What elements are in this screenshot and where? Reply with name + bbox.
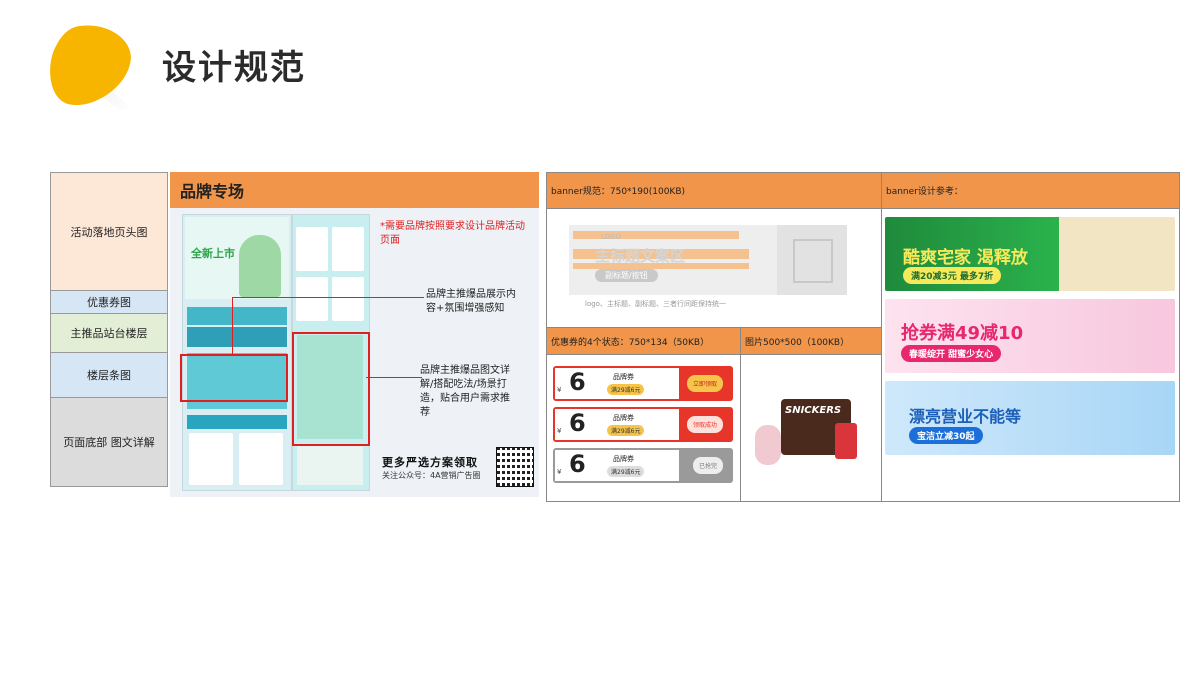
logo-blob-icon [50,25,134,110]
template-note: logo、主标题、副标题、三者行间距保持统一 [585,300,726,308]
template-title: 主标题文案区 [595,247,686,265]
more-plans-title: 更多严选方案领取 [382,456,478,469]
coupon-states-cell: ¥ 6 品牌券 满29减6元 立即领取 ¥ 6 品牌券 满29减6元 领取成功 … [547,355,741,501]
ref-banner-3: 漂亮营业不能等 宝洁立减30起 [885,381,1175,455]
arrow-1 [232,297,424,298]
banner-reference-cell: 酷爽宅家 渴释放 满20减3元 最多7折 抢券满49减10 春暖绽开 甜蜜少女心… [882,209,1179,501]
coupon-sold-out: ¥ 6 品牌券 满29减6元 已抢完 [553,448,733,483]
banner-template-cell: LOGO 主标题文案区 副标题/按钮 logo、主标题、副标题、三者行间距保持统… [547,209,882,328]
product-image-cell: SNICKERS [741,355,882,501]
label-header-image: 活动落地页头图 [51,173,167,291]
label-coupon: 优惠券图 [51,291,167,314]
picture-icon [793,239,833,283]
brand-panel: 品牌专场 全新上市 *需要品牌按照要求设计品牌活动页面 品牌主推爆品展示内容+氛… [170,172,539,497]
coupon-claimed: ¥ 6 品牌券 满29减6元 领取成功 [553,407,733,442]
coupon-spec-header: 优惠券的4个状态：750*134（50KB） [547,328,741,355]
label-main-product: 主推品站台楼层 [51,314,167,353]
phone-mockup-detail [292,214,370,491]
template-logo: LOGO [601,233,622,241]
claimed-button: 领取成功 [686,416,723,433]
claim-button[interactable]: 立即领取 [686,375,723,392]
ref-banner-1: 酷爽宅家 渴释放 满20减3元 最多7折 [885,217,1175,291]
phone-title: 全新上市 [191,247,235,260]
label-floor-bar: 楼层条图 [51,353,167,398]
banner-spec-header: banner规范：750*190(100KB) [547,173,882,209]
template-subtitle: 副标题/按钮 [595,269,658,282]
product-spec-header: 图片500*500（100KB） [741,328,882,355]
sold-out-button: 已抢完 [692,457,723,474]
brand-red-note: *需要品牌按照要求设计品牌活动页面 [380,221,525,246]
brand-heading: 品牌专场 [170,172,539,208]
qr-code-icon [496,447,534,487]
coupon-available: ¥ 6 品牌券 满29减6元 立即领取 [553,366,733,401]
row-labels: 活动落地页头图 优惠券图 主推品站台楼层 楼层条图 页面底部 图文详解 [50,172,168,487]
highlight-floor-bar [180,354,288,402]
ref-banner-2: 抢券满49减10 春暖绽开 甜蜜少女心 [885,299,1175,373]
note-detail: 品牌主推爆品图文详解/搭配吃法/场景打造，贴合用户需求推荐 [420,365,510,418]
banner-ref-header: banner设计参考： [882,173,1179,209]
spec-table: banner规范：750*190(100KB) banner设计参考： LOGO… [546,172,1180,502]
phone-mockup-main: 全新上市 [182,214,292,491]
label-footer: 页面底部 图文详解 [51,398,167,486]
page-title: 设计规范 [162,48,306,88]
more-plans-subtitle: 关注公众号：4A营销广告圈 [382,471,481,480]
highlight-detail [292,332,370,446]
product-brand: SNICKERS [785,405,842,416]
note-main-product: 品牌主推爆品展示内容+氛围增强感知 [426,289,516,314]
arrow-2 [366,377,422,378]
